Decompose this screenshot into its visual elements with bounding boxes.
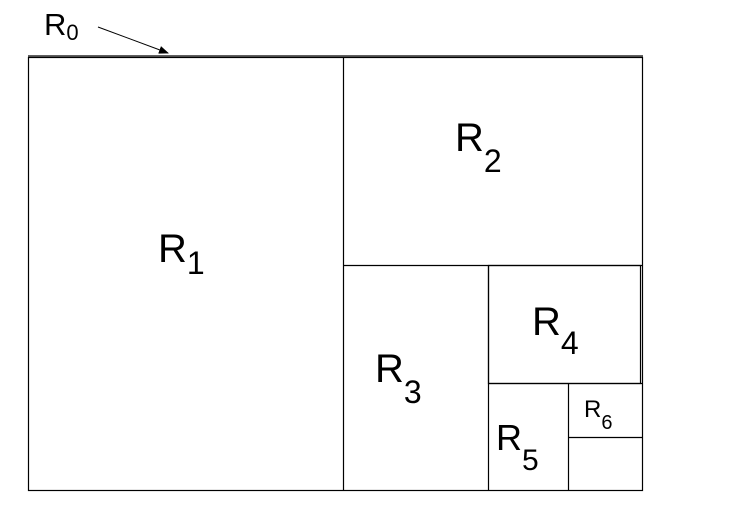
label-r1: R1 bbox=[158, 227, 205, 281]
r0-pointer-arrow bbox=[97, 26, 169, 54]
label-r5: R5 bbox=[496, 417, 539, 477]
outer-rectangle-r0 bbox=[27, 56, 644, 492]
label-r2: R2 bbox=[455, 116, 502, 179]
label-r0: R0 bbox=[44, 7, 79, 45]
label-r3: R3 bbox=[375, 347, 422, 410]
label-r6: R6 bbox=[584, 396, 612, 434]
label-r4: R4 bbox=[532, 300, 579, 361]
